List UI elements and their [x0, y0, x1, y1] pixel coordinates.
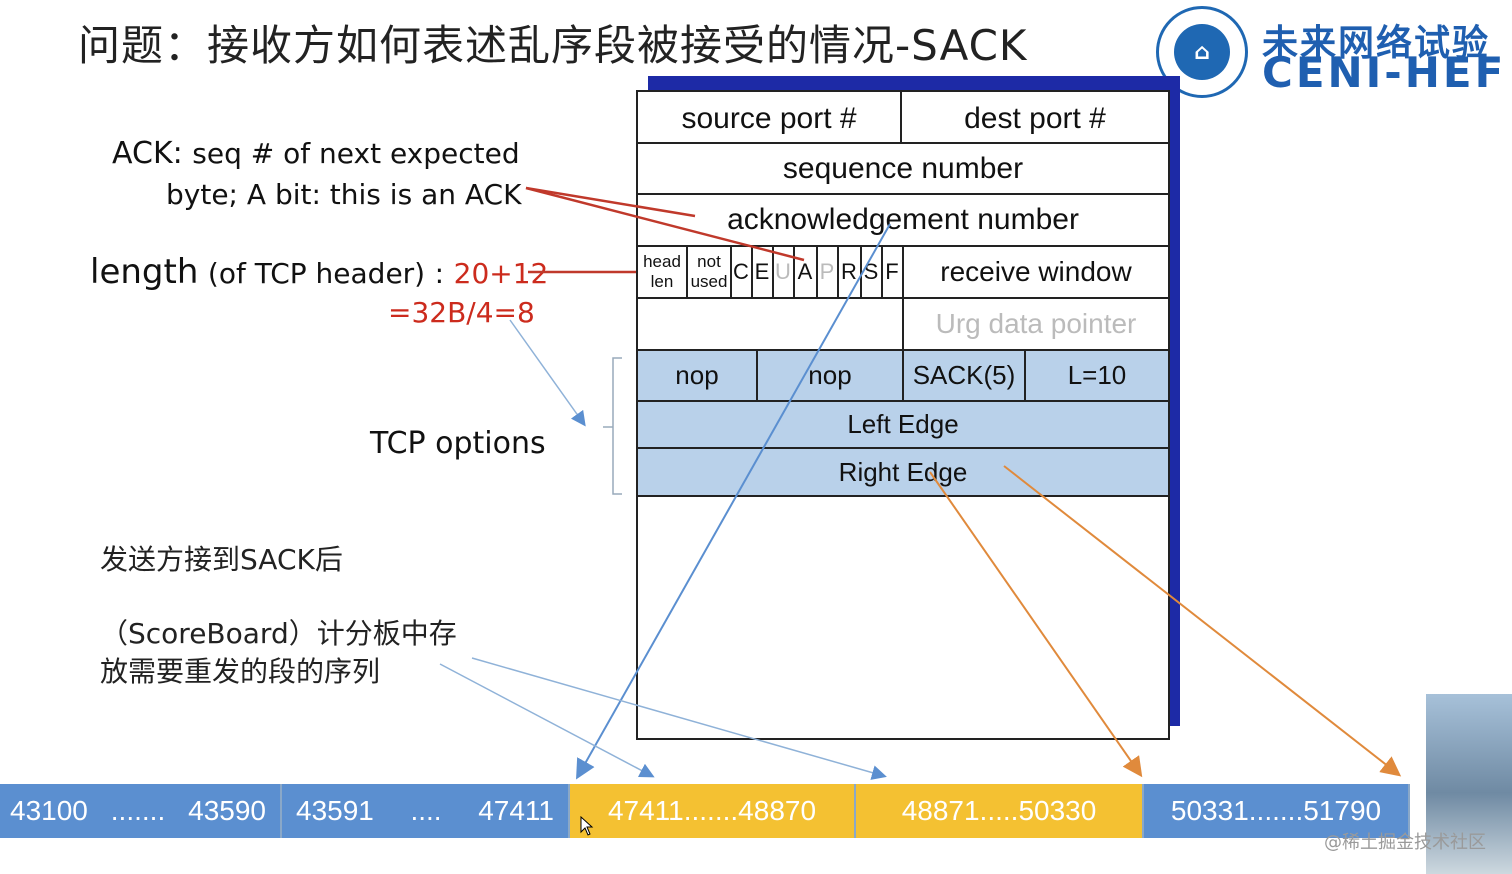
- segment-2-start: 43591: [296, 795, 374, 826]
- length-value-1: 20+12: [453, 257, 549, 290]
- mouse-cursor-icon: [580, 816, 594, 836]
- tcp-options-label: TCP options: [370, 426, 546, 461]
- head-len-line1: head: [643, 252, 681, 271]
- head-len-line2: len: [650, 272, 674, 291]
- option-nop-1: nop: [675, 360, 719, 390]
- receive-window-field: receive window: [940, 256, 1132, 287]
- watermark: @稀土掘金技术社区: [1324, 832, 1486, 853]
- ceni-logo-icon: ⌂: [1156, 6, 1248, 98]
- presenter-video-thumbnail: [1426, 694, 1512, 874]
- ack-number-field: acknowledgement number: [727, 203, 1079, 236]
- segment-1-dots: .......: [110, 795, 166, 826]
- source-port-field: source port #: [681, 102, 857, 135]
- scoreboard-line2: 放需要重发的段的序列: [100, 655, 381, 688]
- ack-desc-line2: byte; A bit: this is an ACK: [166, 178, 522, 211]
- flag-c: C: [733, 259, 749, 284]
- option-right-edge: Right Edge: [838, 456, 968, 487]
- segment-4: 48871.....50330: [856, 784, 1144, 838]
- scoreboard-arrow-1: [439, 663, 655, 778]
- scoreboard-arrow-2: [471, 657, 887, 780]
- segment-1-end: 43590: [188, 795, 266, 826]
- length-label: length: [90, 252, 199, 292]
- options-pointer-line: [509, 319, 586, 427]
- ack-annotation: ACK: seq # of next expected: [112, 136, 520, 171]
- ack-to-segment-arrow: [576, 223, 891, 780]
- segment-2: 43591 .... 47411: [282, 784, 570, 838]
- length-paren: (of TCP header): [207, 257, 426, 290]
- logo-chinese-text: 未来网络试验: [1262, 23, 1491, 64]
- option-sack-kind: SACK(5): [912, 360, 1016, 390]
- option-sack-length: L=10: [1067, 360, 1127, 390]
- slide-title: 问题：接收方如何表述乱序段被接受的情况-SACK: [78, 21, 1028, 70]
- ack-label: ACK:: [112, 136, 183, 171]
- ack-pointer-line-1: [525, 186, 696, 218]
- tcp-header-diagram: source port # dest port # sequence numbe…: [636, 90, 1170, 740]
- length-value-2: =32B/4=8: [388, 296, 535, 329]
- dest-port-field: dest port #: [964, 102, 1106, 135]
- sequence-number-field: sequence number: [782, 151, 1024, 185]
- segment-3: 47411.......48870: [570, 784, 856, 838]
- sender-note: 发送方接到SACK后: [100, 543, 343, 576]
- not-used-line2: used: [690, 272, 728, 291]
- flag-r: R: [841, 259, 857, 284]
- segment-2-end: 47411: [478, 795, 554, 826]
- logo-english-text: CENI-HEF: [1262, 48, 1507, 97]
- flag-e: E: [754, 259, 770, 284]
- right-edge-arrow: [1003, 465, 1402, 777]
- flag-a: A: [797, 259, 813, 284]
- segment-5: 50331.......51790: [1144, 784, 1410, 838]
- options-bracket: [612, 357, 622, 495]
- scoreboard-line1: （ScoreBoard）计分板中存: [100, 617, 457, 650]
- option-nop-2: nop: [808, 360, 852, 390]
- ack-pointer-line-2: [525, 186, 805, 262]
- segment-1: 43100 ....... 43590: [0, 784, 282, 838]
- not-used-line1: not: [697, 252, 721, 271]
- segment-2-dots: ....: [410, 795, 442, 826]
- flag-f: F: [885, 259, 899, 284]
- urg-pointer-field: Urg data pointer: [935, 308, 1137, 339]
- head-len-field: head len: [638, 247, 686, 297]
- option-left-edge: Left Edge: [847, 409, 959, 439]
- not-used-field: not used: [688, 247, 730, 297]
- flag-u: U: [775, 259, 791, 284]
- segment-1-start: 43100: [10, 795, 88, 826]
- flag-p: P: [819, 259, 835, 284]
- left-edge-arrow: [929, 471, 1143, 778]
- length-colon: :: [434, 257, 445, 290]
- ack-desc-line1: seq # of next expected: [192, 137, 520, 170]
- length-annotation: length (of TCP header) : 20+12: [90, 252, 548, 292]
